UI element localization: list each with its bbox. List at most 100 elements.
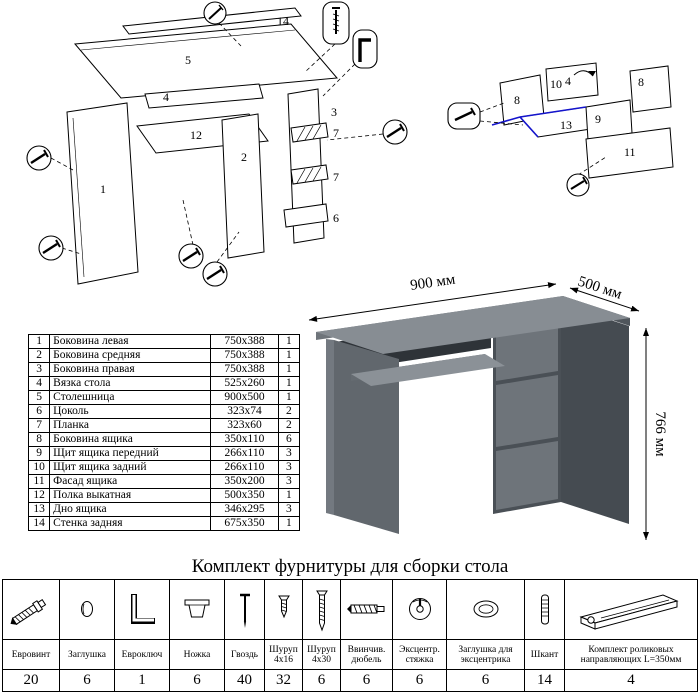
part-label-4: 4 [163,90,169,104]
part-label-14: 14 [277,14,289,28]
nail-callout-icon [203,1,227,25]
part-size: 346х295 [210,502,279,517]
part-name: Столешница [49,390,212,405]
middle-panel-shape [221,113,265,259]
roller-guides-icon [579,593,679,630]
part-name: Стенка задняя [49,516,212,531]
hardware-icon-cell [564,579,698,640]
leader-lines [479,102,607,176]
hexkey-icon [131,593,155,624]
part-size: 500х350 [210,488,279,503]
part-label-4: 4 [565,74,571,88]
euroscrew-callout-icon [178,243,204,269]
hardware-qty: 6 [302,669,341,692]
drawer-exploded-panels [499,62,674,179]
rotation-arrow [573,70,596,77]
cam-lock-icon [408,597,431,620]
nail-icon [240,593,250,628]
part-number: 2 [27,348,51,363]
dowel-icon [541,594,549,624]
screw-callout-icon [38,235,64,261]
hardware-name: Ножка [169,639,225,670]
hardware-icon-cell [59,579,115,640]
tabletop-shape [73,23,339,99]
exploded-diagram-left: 5 14 4 1 12 2 3 7 7 6 [26,1,408,287]
part-label-7: 7 [333,170,339,184]
part-label-9: 9 [595,112,601,126]
part-name: Вязка стола [49,376,212,391]
part-size: 350х110 [210,432,279,447]
hardware-icon-cell [2,579,60,640]
hardware-icon-cell [302,579,341,640]
drawer-facade-shape [585,127,674,179]
screw-small-icon [278,595,290,618]
hardware-names-row: Евровинт Заглушка Евроключ Ножка Гвоздь … [2,639,698,670]
keyboard-tray [351,354,505,386]
part-number: 14 [27,516,51,531]
drawer-back-shape [545,62,599,102]
part-size: 750х388 [210,334,279,349]
hardware-name: Заглушка [59,639,115,670]
part-label-1: 1 [100,182,106,196]
part-label-8: 8 [514,93,520,107]
part-name: Цоколь [49,404,212,419]
part-number: 6 [27,404,51,419]
part-label-8: 8 [638,75,644,89]
part-number: 7 [27,418,51,433]
hardware-qty: 1 [114,669,170,692]
hardware-icon-cell [169,579,225,640]
part-size: 750х388 [210,348,279,363]
hardware-name: Эксцентр. стяжка [392,639,447,670]
part-number: 8 [27,432,51,447]
hardware-icon-cell [114,579,170,640]
hardware-name: Евроключ [114,639,170,670]
part-labels: 8 10 8 9 13 11 4 [514,74,644,159]
hardware-name: Ввинчив. дюбель [340,639,393,670]
part-name: Фасад ящика [49,474,212,489]
part-label-5: 5 [185,53,191,67]
part-number: 12 [27,488,51,503]
hardware-icon-cell [446,579,525,640]
part-name: Щит ящика задний [49,460,212,475]
dimension-lines [308,282,649,540]
desk-left-panel-edge [326,339,334,515]
part-label-3: 3 [331,105,337,119]
plinth-shape [283,203,329,228]
part-size: 266х110 [210,446,279,461]
blue-highlight-lines [491,106,587,138]
part-size: 525х260 [210,376,279,391]
hardware-name: Гвоздь [224,639,265,670]
hardware-callouts [26,1,408,287]
part-size: 750х388 [210,362,279,377]
part-name: Щит ящика передний [49,446,212,461]
part-size: 323х74 [210,404,279,419]
hardware-qty: 6 [340,669,393,692]
part-label-10: 10 [550,77,562,91]
part-label-2: 2 [241,150,247,164]
leader-lines [50,22,384,263]
hardware-icon-cell [340,579,393,640]
dimension-height-label: 766 мм [652,411,668,457]
euroscrew-callout-icon [26,145,52,171]
part-label-6: 6 [333,211,339,225]
cam-cap-icon [473,600,498,617]
part-number: 13 [27,502,51,517]
part-size: 350х200 [210,474,279,489]
part-name: Планка [49,418,212,433]
screw-callout-icon [382,119,408,145]
part-number: 4 [27,376,51,391]
hardware-icons-row [2,579,698,640]
part-name: Полка выкатная [49,488,212,503]
cap-icon [81,600,93,617]
euroscrew-callout-icon [447,102,481,130]
desk-left-panel [334,340,399,534]
dowel-screw-icon [347,604,385,613]
